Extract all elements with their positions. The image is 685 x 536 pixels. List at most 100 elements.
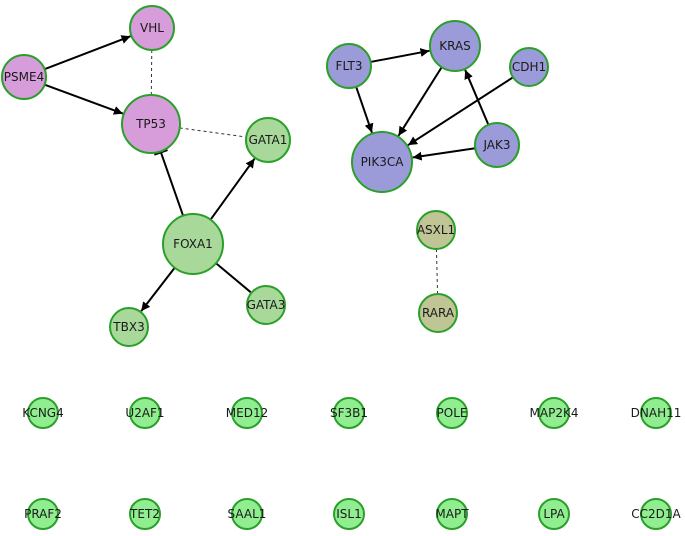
node-pik3ca[interactable]: PIK3CA (351, 131, 413, 193)
node-pole[interactable]: POLE (436, 397, 468, 429)
node-label: PRAF2 (24, 507, 62, 521)
node-circle (162, 213, 224, 275)
node-label: FOXA1 (173, 237, 213, 251)
node-foxa1[interactable]: FOXA1 (162, 213, 224, 275)
edge-foxa1-gata3 (215, 262, 252, 293)
edge-cdh1-pik3ca (407, 76, 514, 147)
node-med12[interactable]: MED12 (226, 397, 268, 429)
node-label: KCNG4 (22, 406, 64, 420)
node-vhl[interactable]: VHL (129, 5, 175, 51)
node-label: KRAS (439, 39, 471, 53)
node-circle (231, 397, 263, 429)
edges-layer (44, 35, 514, 312)
node-asxl1[interactable]: ASXL1 (416, 210, 456, 250)
node-circle (245, 117, 291, 163)
node-circle (231, 498, 263, 530)
node-kcng4[interactable]: KCNG4 (22, 397, 64, 429)
node-circle (416, 210, 456, 250)
node-label: JAK3 (482, 138, 510, 152)
node-circle (429, 20, 481, 72)
node-label: GATA3 (247, 298, 286, 312)
node-circle (246, 285, 286, 325)
node-tet2[interactable]: TET2 (129, 498, 161, 530)
edge-jak3-kras (464, 69, 490, 126)
node-label: POLE (437, 406, 468, 420)
node-mapt[interactable]: MAPT (435, 498, 469, 530)
node-gata1[interactable]: GATA1 (245, 117, 291, 163)
node-circle (436, 397, 468, 429)
node-flt3[interactable]: FLT3 (326, 43, 372, 89)
node-dnah11[interactable]: DNAH11 (631, 397, 682, 429)
node-circle (121, 94, 181, 154)
node-label: TBX3 (112, 320, 144, 334)
node-kras[interactable]: KRAS (429, 20, 481, 72)
node-label: MAPT (435, 507, 469, 521)
node-label: PIK3CA (361, 155, 405, 169)
node-praf2[interactable]: PRAF2 (24, 498, 62, 530)
node-u2af1[interactable]: U2AF1 (125, 397, 165, 429)
node-label: MED12 (226, 406, 268, 420)
node-label: CC2D1A (631, 507, 681, 521)
node-circle (418, 293, 458, 333)
node-circle (509, 47, 549, 87)
node-label: MAP2K4 (530, 406, 579, 420)
node-cc2d1a[interactable]: CC2D1A (631, 498, 682, 530)
node-circle (129, 397, 161, 429)
node-circle (640, 498, 672, 530)
node-circle (333, 498, 365, 530)
node-circle (326, 43, 372, 89)
node-circle (109, 307, 149, 347)
node-tbx3[interactable]: TBX3 (109, 307, 149, 347)
node-label: DNAH11 (631, 406, 682, 420)
node-circle (129, 5, 175, 51)
edge-psme4-tp53 (44, 83, 124, 115)
node-label: TP53 (135, 117, 166, 131)
node-label: ASXL1 (417, 223, 455, 237)
edge-foxa1-tbx3 (140, 267, 176, 312)
edge-foxa1-tp53 (159, 151, 185, 217)
node-circle (27, 397, 59, 429)
node-label: TET2 (129, 507, 160, 521)
node-label: RARA (422, 306, 455, 320)
edge-psme4-vhl (44, 35, 131, 71)
node-jak3[interactable]: JAK3 (474, 122, 520, 168)
edge-flt3-kras (370, 48, 430, 63)
edge-tp53-gata1 (179, 127, 246, 138)
node-gata3[interactable]: GATA3 (246, 285, 286, 325)
node-circle (538, 397, 570, 429)
node-isl1[interactable]: ISL1 (333, 498, 365, 530)
node-tp53[interactable]: TP53 (121, 94, 181, 154)
node-circle (351, 131, 413, 193)
node-label: FLT3 (336, 59, 363, 73)
node-circle (333, 397, 365, 429)
edge-kras-pik3ca (397, 66, 443, 137)
node-label: PSME4 (4, 70, 44, 84)
node-label: SF3B1 (330, 406, 368, 420)
node-rara[interactable]: RARA (418, 293, 458, 333)
node-label: VHL (140, 21, 164, 35)
edge-flt3-pik3ca (355, 86, 374, 134)
node-label: ISL1 (336, 507, 361, 521)
node-label: CDH1 (512, 60, 546, 74)
node-psme4[interactable]: PSME4 (1, 54, 47, 100)
node-map2k4[interactable]: MAP2K4 (530, 397, 579, 429)
node-sf3b1[interactable]: SF3B1 (330, 397, 368, 429)
node-label: SAAL1 (228, 507, 267, 521)
node-saal1[interactable]: SAAL1 (228, 498, 267, 530)
node-label: U2AF1 (125, 406, 164, 420)
node-cdh1[interactable]: CDH1 (509, 47, 549, 87)
node-lpa[interactable]: LPA (538, 498, 570, 530)
edge-foxa1-gata1 (209, 158, 256, 221)
node-circle (474, 122, 520, 168)
edge-asxl1-rara (435, 248, 439, 294)
node-circle (129, 498, 161, 530)
node-circle (436, 498, 468, 530)
node-label: GATA1 (249, 133, 288, 147)
node-circle (1, 54, 47, 100)
node-circle (538, 498, 570, 530)
node-circle (640, 397, 672, 429)
node-label: LPA (543, 507, 565, 521)
node-circle (27, 498, 59, 530)
